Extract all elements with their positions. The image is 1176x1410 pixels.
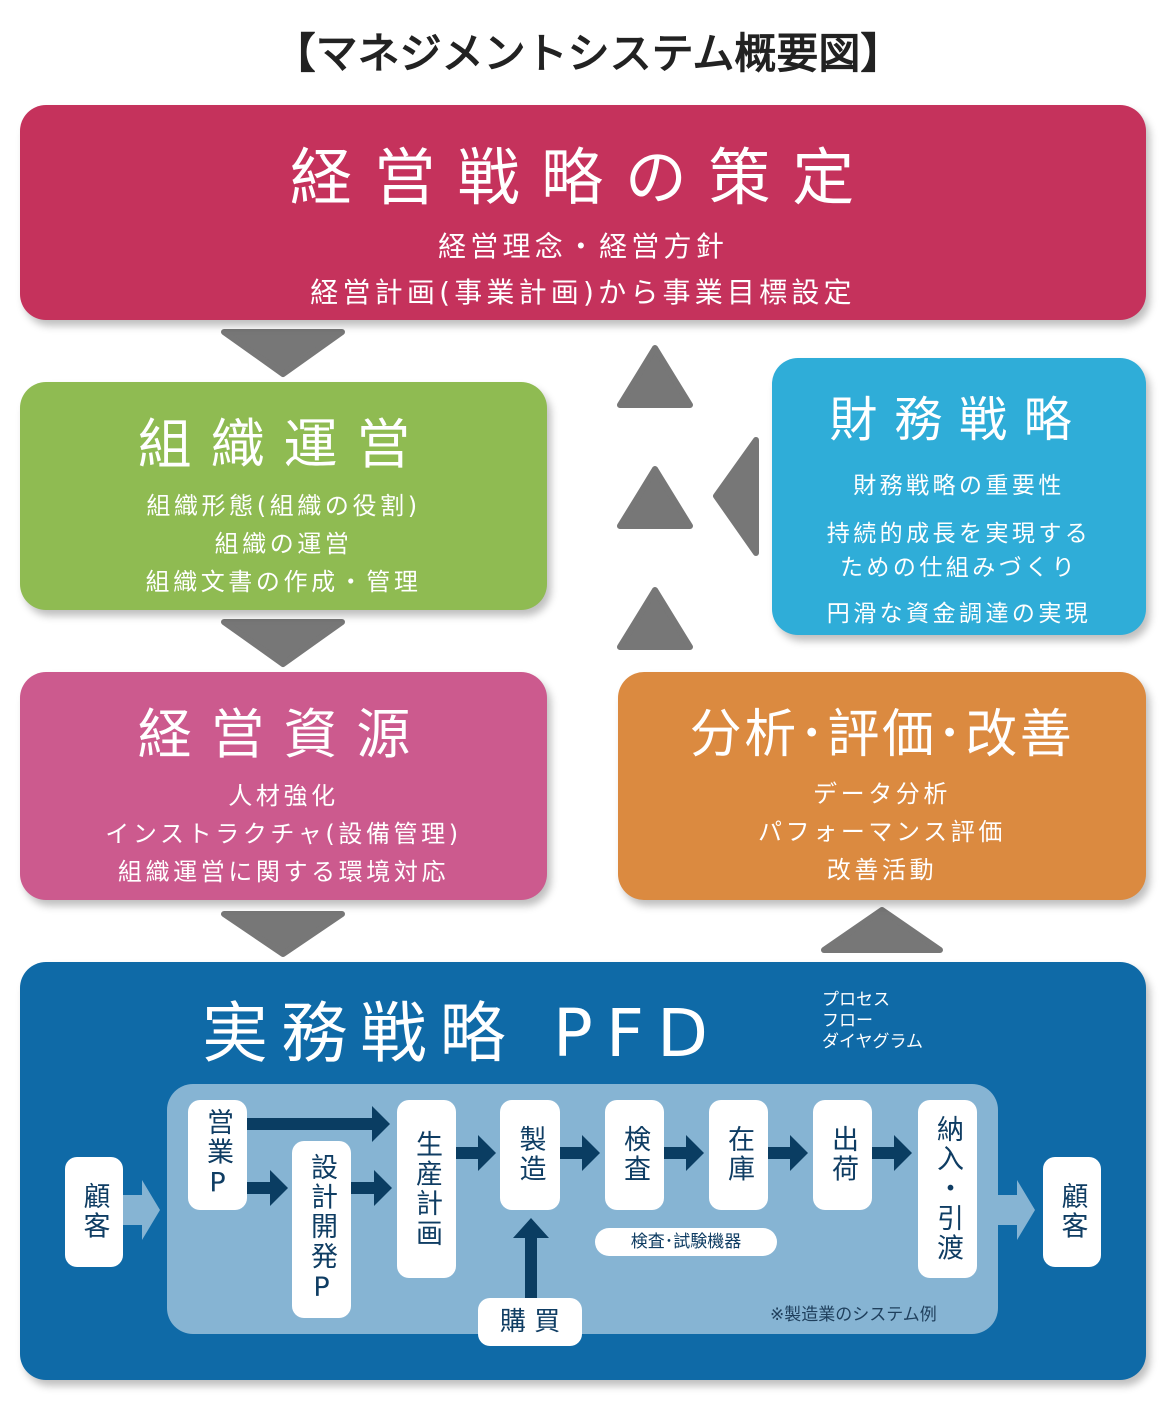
analysis-heading: 分析･評価･改善 (689, 705, 1075, 765)
organization-heading: 組織運営 (137, 413, 430, 476)
step-delivery: 納入・引渡 (918, 1100, 977, 1278)
finance-line: 持続的成長を実現する (826, 521, 1092, 547)
pfd-heading: 実務戦略 PFD (202, 995, 722, 1072)
resources-line: 組織運営に関する環境対応 (117, 858, 450, 886)
finance-line: ための仕組みづくり (839, 555, 1079, 581)
step-design: 設計開発P (292, 1141, 351, 1318)
step-purchasing: 購 買 (478, 1298, 582, 1346)
finance-box: 財務戦略 財務戦略の重要性 持続的成長を実現する ための仕組みづくり 円滑な資金… (772, 358, 1146, 635)
strategy-heading: 経営戦略の策定 (290, 141, 876, 214)
pfd-note: ※製造業のシステム例 (770, 1305, 937, 1325)
down-arrow-3 (221, 911, 345, 957)
equipment-label: 検査･試験機器 (595, 1228, 777, 1256)
flow-arrow-design-planning (351, 1170, 392, 1206)
up-triangle-3 (617, 587, 693, 650)
up-triangle-2 (617, 466, 693, 529)
flow-arrow-sales-design (247, 1170, 288, 1206)
strategy-box: 経営戦略の策定 経営理念・経営方針 経営計画(事業計画)から事業目標設定 (20, 105, 1146, 320)
light-arrow-out (998, 1180, 1035, 1240)
flow-arrow-purchasing-manufacturing (513, 1218, 549, 1298)
step-inspection: 検査 (605, 1100, 664, 1210)
flow-arrow-sales-planning (247, 1106, 390, 1142)
analysis-line: 改善活動 (826, 856, 938, 884)
step-planning: 生産計画 (397, 1100, 456, 1278)
step-inventory: 在庫 (709, 1100, 768, 1210)
down-arrow-2 (221, 619, 345, 667)
down-arrow-1 (221, 329, 345, 377)
resources-line: 人材強化 (228, 782, 339, 810)
organization-line: 組織の運営 (214, 530, 353, 558)
step-manufacturing: 製造 (500, 1100, 560, 1210)
finance-line: 円滑な資金調達の実現 (826, 601, 1092, 627)
pfd-subtitle: プロセス フロー ダイヤグラム (822, 990, 923, 1053)
flow-arrow-shipping-delivery (872, 1135, 912, 1171)
strategy-line: 経営計画(事業計画)から事業目標設定 (310, 276, 856, 309)
finance-line: 財務戦略の重要性 (853, 473, 1065, 499)
analysis-line: データ分析 (813, 780, 951, 808)
step-sales: 営業P (188, 1100, 247, 1210)
light-arrow-in (123, 1180, 160, 1240)
organization-line: 組織文書の作成・管理 (145, 568, 422, 596)
step-customer-in: 顧客 (65, 1157, 123, 1267)
left-triangle (713, 437, 759, 556)
organization-box: 組織運営 組織形態(組織の役割) 組織の運営 組織文書の作成・管理 (20, 382, 547, 610)
finance-heading: 財務戦略 (829, 392, 1089, 448)
up-triangle-1 (617, 345, 693, 408)
flow-arrow-inventory-shipping (768, 1135, 808, 1171)
flow-arrow-inspection-inventory (664, 1135, 704, 1171)
strategy-line: 経営理念・経営方針 (438, 230, 728, 263)
flow-arrow-planning-manufacturing (456, 1135, 496, 1171)
analysis-box: 分析･評価･改善 データ分析 パフォーマンス評価 改善活動 (618, 672, 1146, 900)
diagram-title: 【マネジメントシステム概要図】 (273, 29, 903, 78)
flow-arrow-manufacturing-inspection (560, 1135, 600, 1171)
pfd-sub-line: フロー (822, 1011, 873, 1031)
up-arrow-analysis (821, 907, 943, 953)
organization-line: 組織形態(組織の役割) (146, 492, 421, 520)
analysis-line: パフォーマンス評価 (758, 818, 1006, 846)
resources-box: 経営資源 人材強化 インストラクチャ(設備管理) 組織運営に関する環境対応 (20, 672, 547, 900)
pfd-sub-line: プロセス (822, 990, 890, 1010)
step-shipping: 出荷 (813, 1100, 872, 1210)
resources-line: インストラクチャ(設備管理) (105, 820, 462, 848)
pfd-sub-line: ダイヤグラム (822, 1032, 923, 1052)
step-customer-out: 顧客 (1043, 1157, 1101, 1267)
resources-heading: 経営資源 (137, 703, 430, 766)
